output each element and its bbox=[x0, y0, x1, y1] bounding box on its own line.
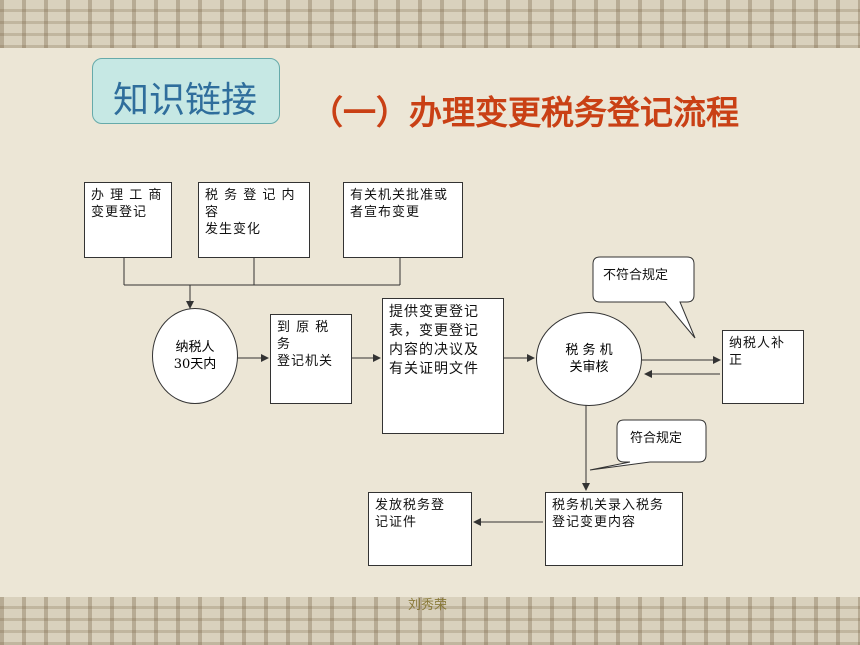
node-provide-documents: 提供变更登记 表，变更登记 内容的决议及 有关证明文件 bbox=[382, 298, 504, 434]
author-label: 刘秀荣 bbox=[408, 598, 448, 613]
node-taxpayer-30days: 纳税人 30天内 bbox=[152, 308, 238, 404]
node-go-to-tax-office: 到 原 税 务 登记机关 bbox=[270, 314, 352, 404]
node-taxpayer-correction: 纳税人补 正 bbox=[722, 330, 804, 404]
callout-noncompliant-label: 不符合规定 bbox=[603, 268, 669, 283]
bottom-decorative-border bbox=[0, 597, 860, 645]
knowledge-link-tag: 知识链接 bbox=[92, 58, 280, 124]
node-trigger-business-change: 办 理 工 商 变更登记 bbox=[84, 182, 172, 258]
callout-compliant-label: 符合规定 bbox=[630, 431, 683, 446]
node-tax-authority-review: 税 务 机 关审核 bbox=[536, 312, 642, 406]
top-decorative-border bbox=[0, 0, 860, 48]
node-trigger-authority-change: 有关机关批准或 者宣布变更 bbox=[343, 182, 463, 258]
slide-title: （一）办理变更税务登记流程 bbox=[310, 93, 739, 132]
knowledge-link-label: 知识链接 bbox=[113, 80, 258, 121]
node-trigger-content-change: 税 务 登 记 内 容 发生变化 bbox=[198, 182, 310, 258]
callout-noncompliant-bubble bbox=[592, 256, 696, 339]
node-issue-certificate: 发放税务登 记证件 bbox=[368, 492, 472, 566]
node-record-change: 税务机关录入税务 登记变更内容 bbox=[545, 492, 683, 566]
callout-compliant-bubble bbox=[589, 419, 707, 471]
